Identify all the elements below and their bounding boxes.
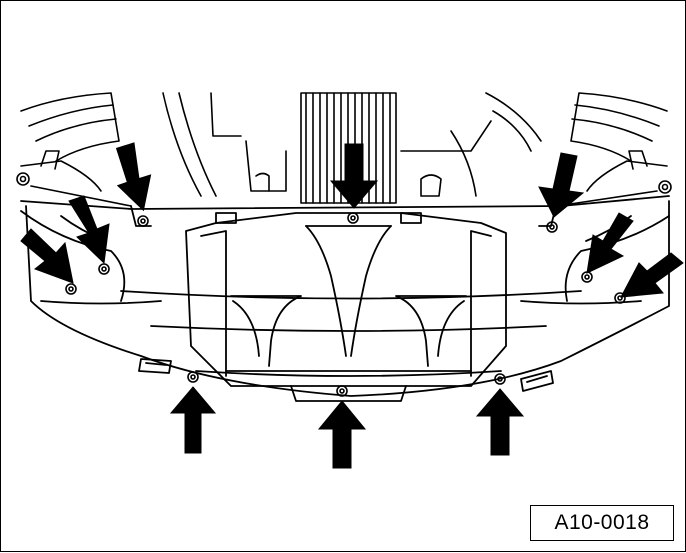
- bolt-points: [65, 212, 626, 397]
- arrow-top-center-bolt: [329, 143, 379, 209]
- arrow-bottom-center-bolt: [317, 400, 367, 469]
- figure-id-box: A10-0018: [530, 505, 674, 541]
- arrow-right-side-bolt-lower: [620, 252, 684, 298]
- arrow-right-side-bolt-upper: [586, 212, 634, 274]
- arrow-left-side-bolt-upper: [68, 195, 110, 265]
- arrow-bottom-right-bolt: [475, 388, 525, 456]
- arrow-bottom-left-bolt: [169, 386, 217, 454]
- right-wheel-housing: [485, 92, 672, 207]
- engine-radiator-area: [162, 92, 492, 204]
- arrow-left-side-bolt-lower: [20, 228, 74, 284]
- left-wheel-housing: [16, 92, 132, 207]
- arrow-top-right-bolt: [538, 152, 585, 218]
- arrow-top-left-bolt: [115, 142, 152, 212]
- undertray-panel: [20, 195, 670, 402]
- figure-id-label: A10-0018: [554, 511, 650, 534]
